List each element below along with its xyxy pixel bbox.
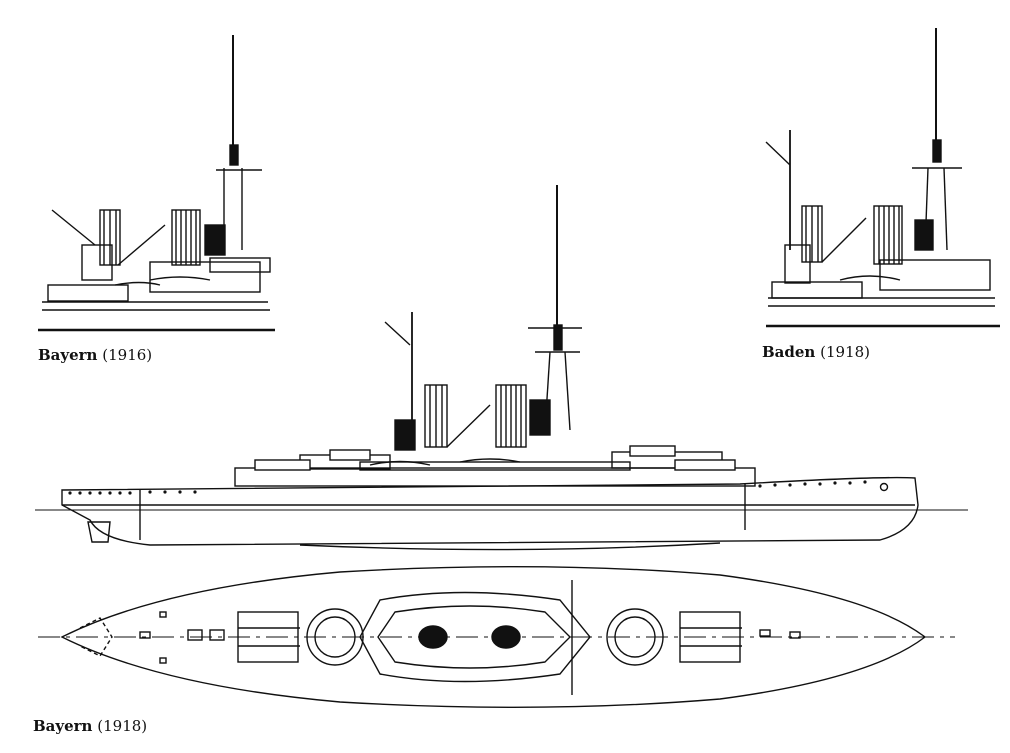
caption-year: (1916): [102, 346, 153, 364]
caption-year: (1918): [97, 717, 148, 735]
caption-ship-name: Bayern: [33, 717, 93, 735]
caption-year: (1918): [820, 343, 871, 361]
baden-1918-profile: [765, 28, 1000, 328]
bayern-1918-plan: [38, 565, 955, 709]
caption-bayern-1916: Bayern (1916): [38, 346, 152, 364]
caption-bayern-1918: Bayern (1918): [33, 717, 147, 735]
caption-ship-name: Baden: [762, 343, 816, 361]
bayern-1918-profile: [35, 185, 968, 551]
bayern-1916-profile: [38, 35, 275, 332]
caption-baden-1918: Baden (1918): [762, 343, 870, 361]
caption-ship-name: Bayern: [38, 346, 98, 364]
